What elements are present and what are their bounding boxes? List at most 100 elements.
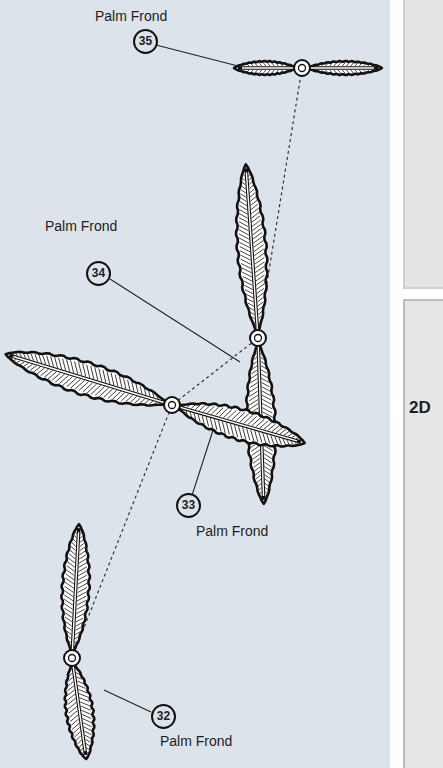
callout-number: 35 [133,29,158,54]
leaf-hatch [241,189,246,193]
leaf-hatch [253,462,260,467]
leaf-outline [173,391,309,458]
leaf-hatch [76,609,84,614]
leaf-hatch [75,532,77,534]
leaf-outline [1,338,172,420]
leaf-outline [308,61,382,75]
leaf-hatch [368,65,370,66]
leaf-hatch [355,70,358,73]
leaf-hatch [261,378,268,383]
frond-hub [69,655,76,662]
leaf-hatch [73,539,77,542]
leader-line [104,690,151,712]
leaf-hatch [185,411,188,415]
leaf-hatch [261,374,268,378]
leaf-hatch [223,408,232,420]
side-panel [404,300,443,768]
leaf-hatch [68,707,78,714]
leaf-hatch [334,70,337,73]
leaf-hatch [75,646,76,647]
leaf-hatch [86,743,90,747]
part-name: Palm Frond [196,523,268,539]
leaf-hatch [276,70,278,73]
leaf-hatch [259,321,261,323]
leaf-hatch [330,63,332,66]
leaf-hatch [342,70,345,74]
leaf-hatch [248,303,254,307]
leaf-hatch [338,62,341,66]
leaf-hatch [264,458,272,463]
leaf-hatch [296,437,299,439]
leaf-hatch [351,63,354,66]
leaf-hatch [290,441,294,445]
leaf-hatch [80,535,83,538]
leaf-hatch [292,435,296,439]
leaf-hatch [267,70,270,74]
leaf-hatch [232,425,241,437]
leaf-midrib [246,168,257,332]
leaf-midrib [178,407,297,441]
leaf-hatch [68,677,73,681]
section-heading: 2D [409,398,431,418]
leaf-hatch [272,70,275,73]
leaf-hatch [256,475,261,479]
leaf-hatch [72,542,77,546]
leaf-hatch [240,201,247,206]
leaf-hatch [338,70,341,74]
leaf-hatch [359,70,361,73]
leaf-hatch [22,353,26,358]
leaf-hatch [321,64,323,66]
leaf-midrib [242,67,296,68]
leaf-hatch [112,390,120,401]
leaf-hatch [288,432,292,437]
frond-leaf [308,61,382,75]
leaf-hatch [144,399,148,405]
part-name: Palm Frond [45,218,117,234]
leaf-hatch [182,410,184,412]
leaf-hatch [219,407,227,418]
leaf-hatch [351,70,354,73]
leaf-hatch [68,711,78,718]
leaf-hatch [255,63,258,66]
leaf-hatch [317,70,318,71]
leaf-hatch [240,412,249,424]
leaf-hatch [249,387,257,392]
leaf-hatch [29,354,35,361]
leaf-hatch [75,736,81,741]
frond-hub [164,397,180,413]
leaf-hatch [78,684,86,689]
leaf-hatch [355,63,358,66]
leaf-midrib [308,67,374,68]
leaf-hatch [126,394,133,403]
leaf-hatch [281,64,283,66]
leaf-hatch [79,554,86,559]
leaf-hatch [68,641,71,643]
leaf-hatch [77,680,84,684]
frond-hub [294,60,310,76]
leaf-hatch [259,70,262,73]
leaf-hatch [347,62,350,66]
leaf-hatch [363,64,365,66]
leaf-hatch [147,391,151,397]
leader-line [156,45,238,66]
leaf-hatch [258,488,261,491]
leaf-hatch [33,354,39,361]
leaf-hatch [65,617,72,622]
leaf-hatch [249,307,254,310]
leaf-hatch [264,462,271,467]
leaf-hatch [285,64,287,66]
leaf-hatch [228,424,237,436]
leaf-hatch [252,366,257,369]
leaf-hatch [261,366,266,369]
leaf-hatch [26,354,31,360]
frond-leaf [59,662,100,761]
leaf-hatch [76,672,80,675]
leaf-hatch [77,604,86,610]
leaf-hatch [129,382,136,391]
palm-frond [231,163,279,504]
leaf-hatch [76,618,83,623]
leaf-hatch [243,70,245,71]
leaf-hatch [254,353,256,355]
leaf-hatch [63,360,72,372]
